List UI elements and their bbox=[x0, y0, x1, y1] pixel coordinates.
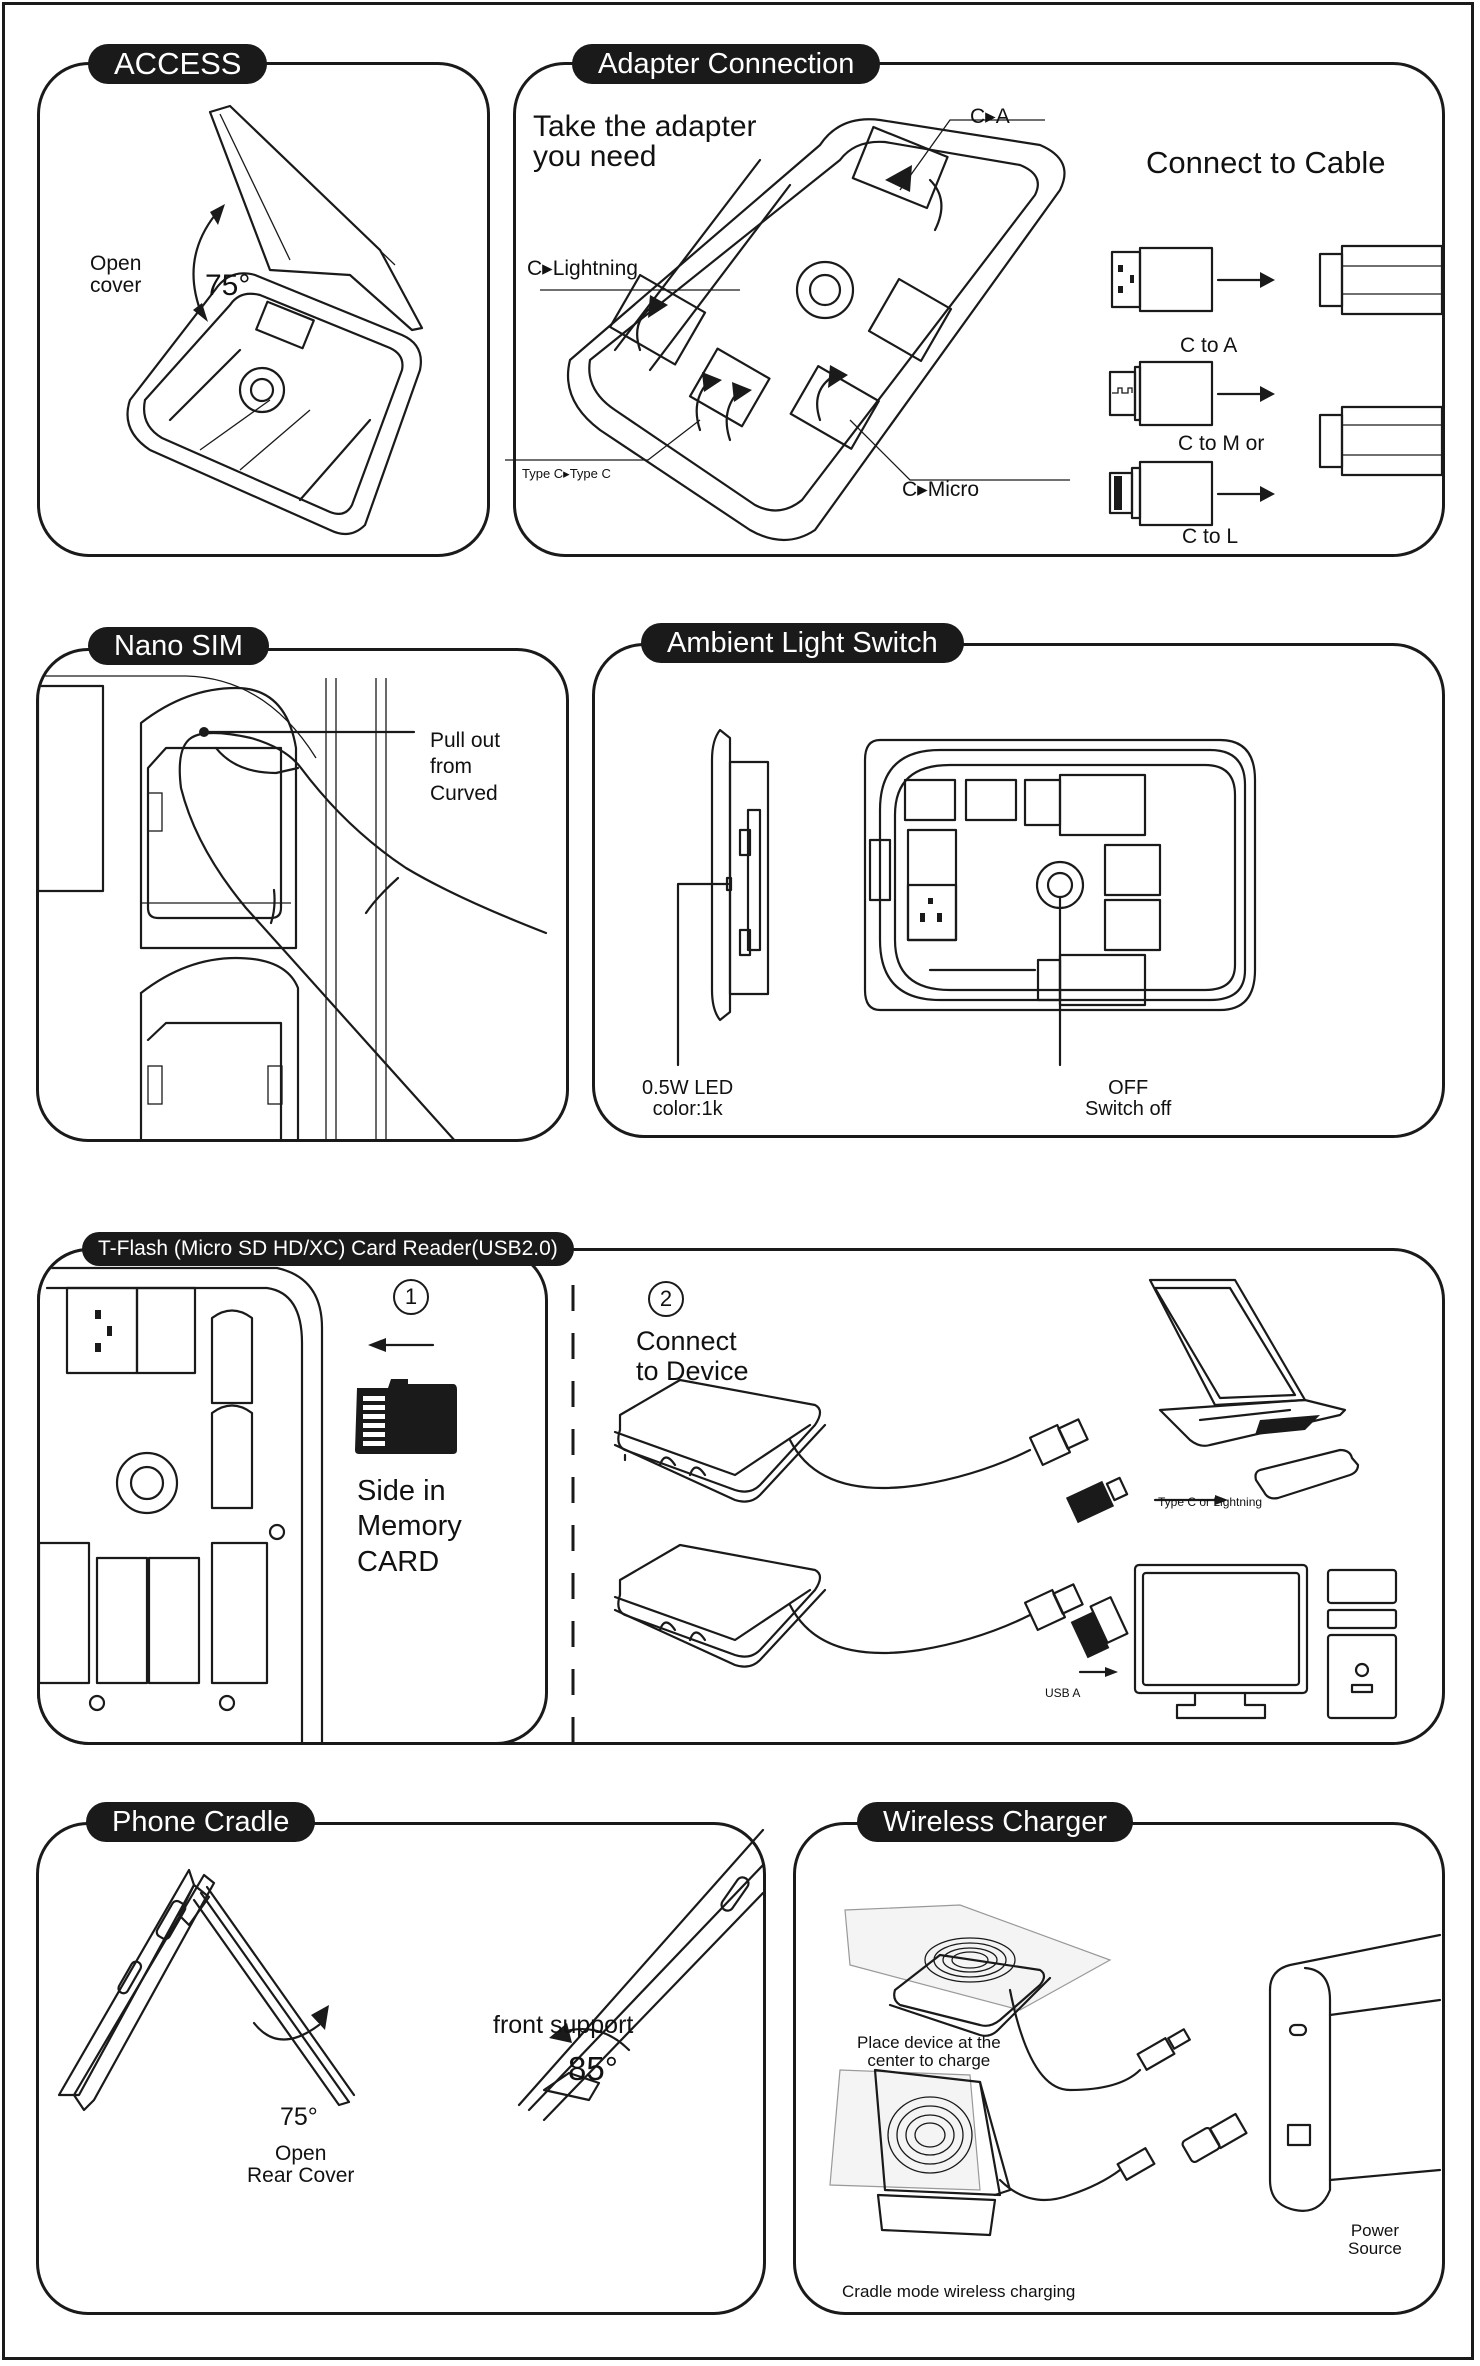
rear-angle-label: 75° bbox=[280, 2103, 318, 2131]
card-reader-title: T-Flash (Micro SD HD/XC) Card Reader(USB… bbox=[82, 1232, 574, 1266]
cable-adapters-illustration bbox=[1108, 244, 1444, 527]
step1-number: 1 bbox=[393, 1279, 429, 1315]
type-c-lightning-adapter-icon bbox=[1065, 1476, 1129, 1524]
desktop-monitor-icon bbox=[1133, 1563, 1309, 1720]
usb-c-plug-icon-2 bbox=[1023, 1583, 1084, 1632]
cable-item-label: C to L bbox=[1182, 525, 1239, 548]
laptop-icon bbox=[1148, 1278, 1347, 1447]
access-title: ACCESS bbox=[88, 44, 268, 84]
nano-sim-title: Nano SIM bbox=[88, 627, 269, 665]
sim-tray-icon bbox=[39, 675, 387, 1139]
step2-number-text: 2 bbox=[659, 1286, 673, 1311]
usb-c-plug-icon bbox=[1318, 244, 1444, 316]
pc-tower-icon bbox=[1326, 1568, 1398, 1720]
usb-a-adapter-icon bbox=[1070, 1596, 1129, 1659]
device-tray-icon bbox=[566, 118, 1066, 541]
callout-c-to-lightning: C▸Lightning bbox=[527, 257, 638, 280]
smartphone-icon bbox=[1254, 1448, 1360, 1500]
access-panel bbox=[37, 62, 490, 557]
nano-sim-panel bbox=[36, 648, 569, 1142]
usb-c-to-a-adapter-icon bbox=[1116, 2112, 1248, 2181]
device-top-view-icon bbox=[863, 738, 1257, 1067]
card-reader-device-icon-2 bbox=[613, 1543, 827, 1668]
callout-lines bbox=[505, 119, 1070, 481]
ambient-title: Ambient Light Switch bbox=[641, 623, 964, 663]
usb-a-label: USB A bbox=[1045, 1686, 1081, 1700]
nano-sim-instruction: Pull out from Curved bbox=[430, 729, 501, 805]
nano-sim-illustration bbox=[39, 675, 548, 1139]
step1-number-text: 1 bbox=[404, 1284, 418, 1309]
finger-icon bbox=[178, 731, 548, 1139]
removal-arrows-icon bbox=[636, 165, 943, 442]
rotation-arrow-icon bbox=[192, 204, 225, 322]
connect-to-device-illustration bbox=[613, 1278, 1398, 1720]
card-reader-step1-panel bbox=[37, 1248, 548, 1745]
insert-arrow-icon bbox=[368, 1338, 435, 1352]
power-source-icon bbox=[1268, 1933, 1442, 2212]
open-cover-label: Open cover bbox=[90, 252, 142, 298]
device-base-icon bbox=[126, 272, 422, 536]
switch-label: OFF Switch off bbox=[1085, 1077, 1172, 1120]
cradle-stand-icon bbox=[57, 1868, 356, 2112]
led-label: 0.5W LED color:1k bbox=[642, 1077, 734, 1120]
access-device-illustration bbox=[126, 104, 424, 536]
callout-type-c-to-type-c: Type C▸Type C bbox=[522, 466, 611, 481]
device-side-view-icon bbox=[676, 728, 770, 1067]
wireless-charger-illustration bbox=[829, 1904, 1442, 2237]
access-angle-label: 75° bbox=[205, 269, 251, 302]
rear-cover-label: Open Rear Cover bbox=[247, 2142, 355, 2188]
usb-c-plug-icon-2 bbox=[1318, 405, 1444, 477]
front-support-stand-icon bbox=[517, 1828, 765, 2122]
usb-a-adapter-icon bbox=[1110, 246, 1214, 313]
adapter-device-illustration bbox=[505, 118, 1070, 541]
cradle-charging-label: Cradle mode wireless charging bbox=[842, 2282, 1076, 2301]
flat-charging-label: Place device at the center to charge bbox=[857, 2033, 1001, 2070]
front-rotation-arrow-icon bbox=[549, 2023, 631, 2052]
phone-cradle-panel bbox=[36, 1822, 766, 2315]
step2-text: Connect to Device bbox=[636, 1326, 749, 1386]
rotation-arrow-icon bbox=[252, 2005, 329, 2041]
cable-heading: Connect to Cable bbox=[1146, 145, 1386, 180]
usb-c-cable-plug-icon bbox=[1136, 2028, 1191, 2071]
type-c-or-lightning-label: Type C or Lightning bbox=[1158, 1495, 1263, 1509]
cradle-charger-icon bbox=[829, 2068, 1012, 2237]
front-support-label: front support bbox=[493, 2011, 634, 2039]
usb-c-plug-icon bbox=[1028, 1418, 1089, 1467]
phone-cradle-title: Phone Cradle bbox=[86, 1802, 316, 1842]
power-source-label: Power Source bbox=[1348, 2221, 1402, 2258]
wireless-charger-title: Wireless Charger bbox=[857, 1802, 1133, 1842]
open-cover-icon bbox=[208, 104, 424, 332]
phone-cradle-illustration bbox=[57, 1828, 765, 2122]
callout-c-to-a: C▸A bbox=[970, 105, 1010, 128]
card-reader-device-icon bbox=[613, 1378, 827, 1503]
callout-c-to-micro: C▸Micro bbox=[902, 478, 980, 501]
step1-text: Side in Memory CARD bbox=[357, 1475, 462, 1578]
flat-charger-icon bbox=[844, 1904, 1112, 2037]
wireless-charger-panel bbox=[793, 1822, 1445, 2315]
lightning-adapter-icon bbox=[1108, 460, 1214, 527]
micro-sd-card-icon bbox=[355, 1379, 457, 1454]
card-reader-device-illustration bbox=[40, 1266, 324, 1742]
micro-usb-adapter-icon bbox=[1108, 360, 1214, 427]
ambient-panel bbox=[592, 643, 1445, 1138]
dashed-divider bbox=[571, 1285, 575, 1745]
step2-number: 2 bbox=[648, 1281, 684, 1317]
cable-item-label: C to M or bbox=[1178, 432, 1265, 455]
cable-item-label: C to A bbox=[1180, 334, 1238, 357]
adapter-heading: Take the adapter you need bbox=[533, 110, 757, 173]
adapter-title: Adapter Connection bbox=[572, 44, 881, 84]
front-angle-label: 85° bbox=[568, 2050, 618, 2087]
ambient-device-illustration bbox=[676, 728, 1257, 1067]
